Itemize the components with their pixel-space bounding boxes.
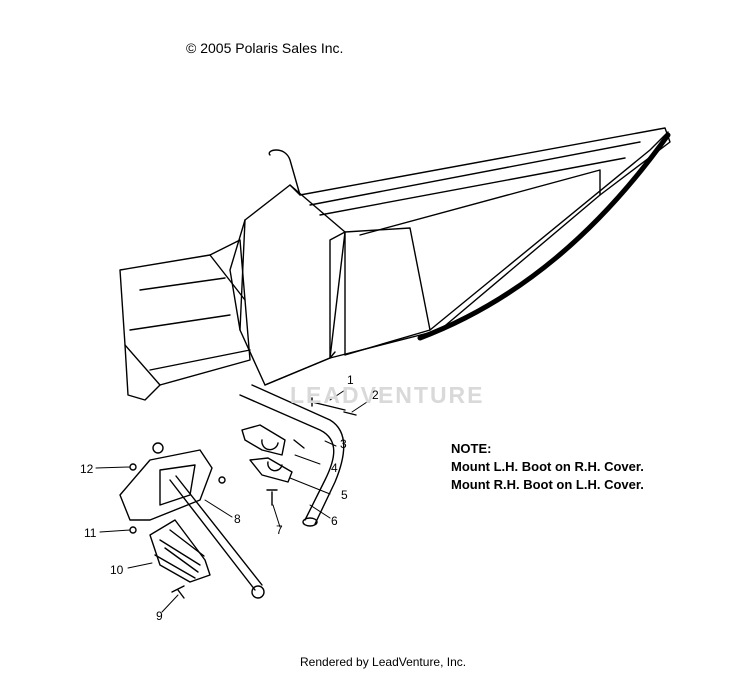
footer-text: Rendered by LeadVenture, Inc. xyxy=(300,655,467,669)
part-5-clamp xyxy=(249,457,293,483)
callout-5: 5 xyxy=(341,488,348,502)
callout-11: 11 xyxy=(84,526,97,540)
callout-6: 6 xyxy=(331,514,338,528)
callout-1: 1 xyxy=(347,373,354,387)
note-line-2: Mount R.H. Boot on L.H. Cover. xyxy=(451,477,644,492)
part-6-pin xyxy=(293,439,305,449)
part-2-pin xyxy=(343,411,357,416)
part-10-boot xyxy=(149,519,211,583)
part-4-bracket xyxy=(241,424,286,456)
callout-3: 3 xyxy=(340,437,347,451)
part-9-fastener xyxy=(171,585,185,599)
part-7-screw xyxy=(266,489,278,506)
callout-7: 7 xyxy=(276,523,283,537)
chassis-tunnel xyxy=(299,127,671,359)
cover-stud xyxy=(152,442,164,454)
part-12-screw xyxy=(129,463,137,471)
part-11-screw xyxy=(129,526,137,534)
part-1-bolt xyxy=(311,397,346,411)
tie-rod xyxy=(169,475,263,591)
leader-lines xyxy=(95,387,371,613)
callout-2: 2 xyxy=(372,388,379,402)
callout-8: 8 xyxy=(234,512,241,526)
part-8-cover xyxy=(119,449,213,521)
callout-12: 12 xyxy=(80,462,94,476)
note-line-1: Mount L.H. Boot on R.H. Cover. xyxy=(451,459,644,474)
callout-9: 9 xyxy=(156,609,163,623)
copyright-text: © 2005 Polaris Sales Inc. xyxy=(186,40,344,56)
mounting-note: NOTE: Mount L.H. Boot on R.H. Cover. Mou… xyxy=(451,440,644,494)
callout-4: 4 xyxy=(331,461,338,475)
watermark: LEADVENTURE xyxy=(290,382,485,408)
tie-rod-end xyxy=(251,585,265,599)
post-end xyxy=(302,517,318,527)
small-nut xyxy=(218,476,226,484)
front-bulkhead xyxy=(119,149,346,401)
note-heading: NOTE: xyxy=(451,441,492,456)
callout-10: 10 xyxy=(110,563,124,577)
part-3-steering-post xyxy=(239,384,345,525)
